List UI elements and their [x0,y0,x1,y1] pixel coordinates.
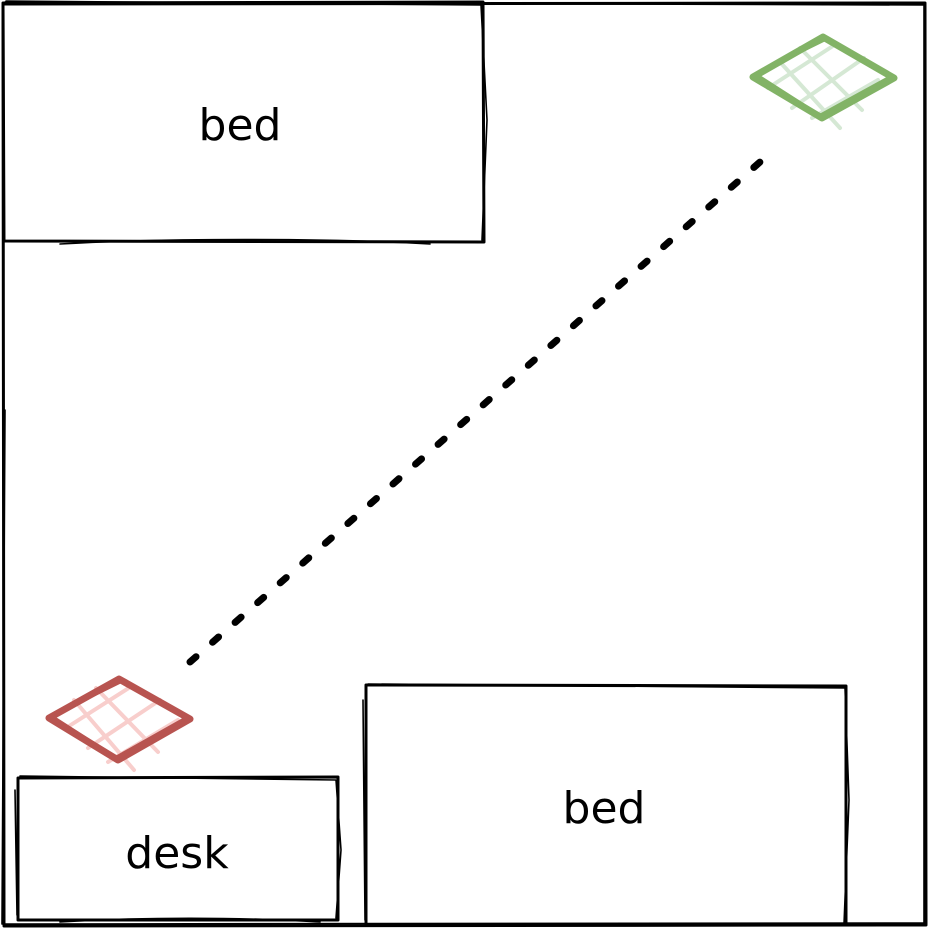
bed-bottom-label: bed [563,783,646,834]
dotted-connector [186,144,780,666]
red-diamond-marker [45,675,194,772]
green-diamond-marker [749,33,898,130]
bed-top: bed [1,0,488,245]
desk: desk [14,775,342,923]
desk-label: desk [125,828,229,879]
bed-bottom: bed [362,683,850,927]
bed-top-label: bed [199,100,282,151]
